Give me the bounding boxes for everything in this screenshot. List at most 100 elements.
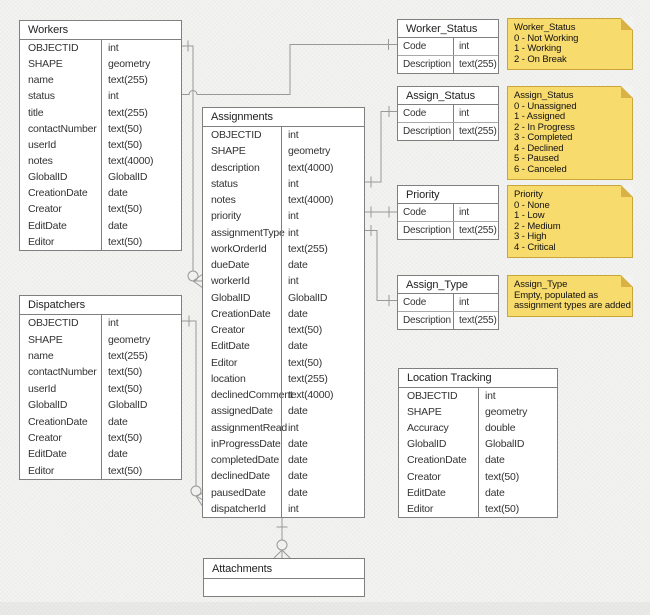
field-name: CreationDate	[28, 187, 88, 200]
table-title: Assignments	[203, 108, 364, 127]
connector-workers-to-assignments-workerid	[182, 40, 204, 289]
field-type: text(255)	[453, 312, 498, 329]
table-title: Attachments	[204, 559, 364, 579]
note-line: Empty, populated as	[514, 289, 599, 301]
field-name: userId	[28, 138, 56, 151]
note-line: 2 - In Progress	[514, 121, 575, 133]
note-line: 6 - Canceled	[514, 163, 567, 175]
field-name: notes	[211, 194, 236, 207]
field-name: dueDate	[211, 259, 250, 272]
table-body	[204, 579, 364, 596]
field-name: EditDate	[211, 340, 250, 353]
field-name: OBJECTID	[211, 129, 262, 142]
field-name: notes	[28, 155, 53, 168]
field-type: date	[281, 403, 364, 420]
connector-assignments-to-attachments	[273, 515, 291, 559]
field-name: OBJECTID	[28, 317, 79, 330]
field-type: date	[281, 305, 364, 322]
field-name: status	[28, 90, 55, 103]
field-name: CreationDate	[211, 307, 271, 320]
field-type: GlobalID	[101, 396, 181, 414]
field-name: description	[211, 161, 260, 174]
field-type: geometry	[101, 56, 181, 73]
field-type: text(4000)	[281, 387, 364, 404]
connector-workers-status-to-worker-status	[182, 39, 397, 95]
field-name: dispatcherId	[211, 502, 266, 515]
field-type: text(255)	[101, 104, 181, 121]
field-name: EditDate	[28, 219, 67, 232]
field-type: int	[478, 388, 557, 405]
field-name: priority	[211, 210, 241, 223]
field-type: date	[281, 468, 364, 485]
field-type: date	[101, 217, 181, 234]
note-title: Assign_Type	[514, 279, 568, 290]
field-type: text(50)	[478, 468, 557, 485]
field-name: declinedDate	[211, 470, 270, 483]
field-name: inProgressDate	[211, 437, 281, 450]
table-title: Worker_Status	[398, 20, 498, 38]
field-type: text(50)	[101, 429, 181, 447]
field-type: date	[281, 257, 364, 274]
field-type: text(4000)	[281, 192, 364, 209]
field-name: Code	[403, 41, 427, 52]
entity-table-attachments[interactable]: Attachments	[203, 558, 365, 597]
note-line: 4 - Declined	[514, 142, 564, 154]
field-name: EditDate	[28, 448, 67, 461]
field-type: text(255)	[101, 72, 181, 89]
field-type: int	[281, 273, 364, 290]
field-type: date	[478, 484, 557, 501]
field-type: text(50)	[101, 364, 181, 381]
table-row: declinedDate date	[203, 468, 364, 485]
field-type: text(50)	[101, 462, 181, 479]
field-type: int	[281, 224, 364, 241]
field-type: text(50)	[478, 500, 557, 517]
